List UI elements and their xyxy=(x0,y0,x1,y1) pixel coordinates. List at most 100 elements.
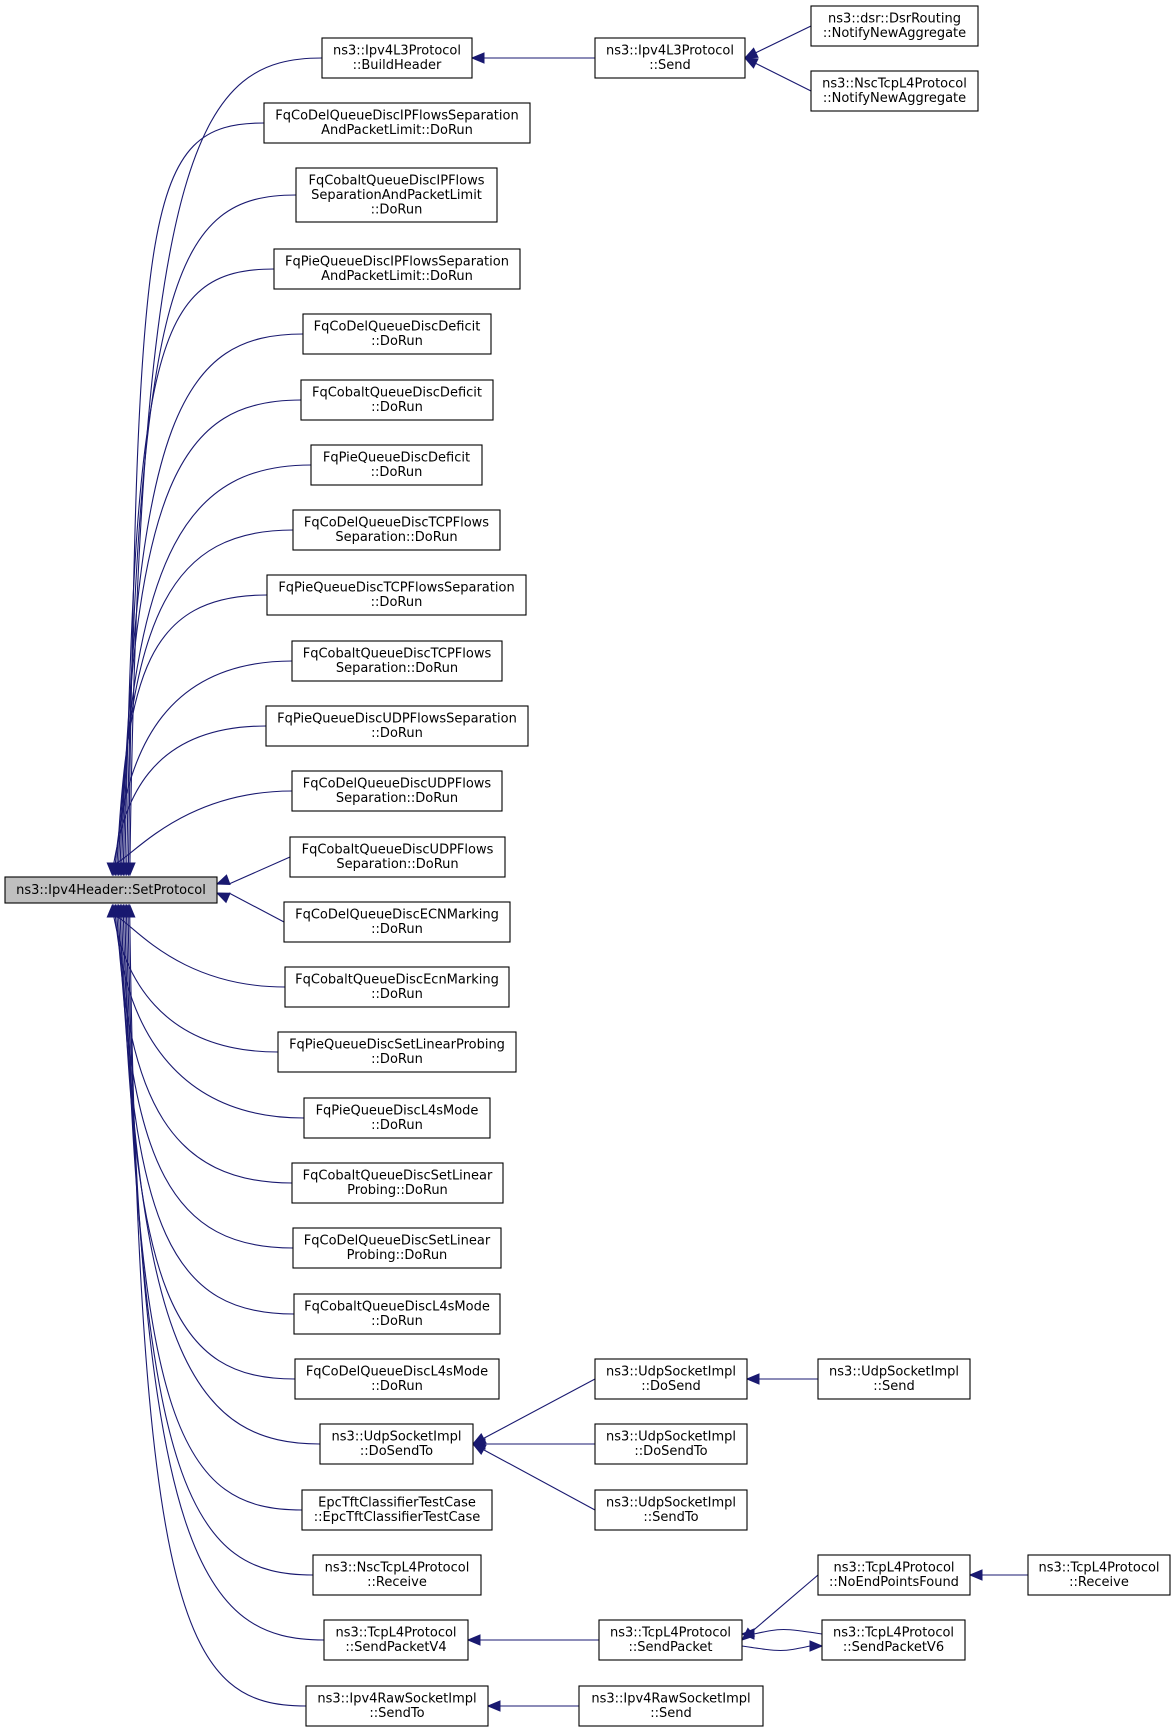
edge-arrowhead xyxy=(809,1640,824,1652)
node-box xyxy=(291,1162,504,1204)
node-n11[interactable]: FqCoDelQueueDiscTCPFlowsSeparation::DoRu… xyxy=(292,509,501,551)
edge-arrowhead xyxy=(743,57,759,69)
node-box xyxy=(300,379,494,421)
node-n1[interactable]: ns3::Ipv4L3Protocol::BuildHeader xyxy=(321,37,473,79)
node-label: ::Send xyxy=(650,1706,692,1721)
node-label: FqCoDelQueueDiscECNMarking xyxy=(295,908,499,923)
node-label: Separation::DoRun xyxy=(336,661,458,676)
node-box xyxy=(301,1489,493,1531)
edge-arrowhead xyxy=(106,862,119,877)
node-n27[interactable]: ns3::UdpSocketImpl::Send xyxy=(817,1358,971,1400)
node-n31[interactable]: ns3::NscTcpL4Protocol::Receive xyxy=(312,1554,482,1596)
node-label: ns3::Ipv4Header::SetProtocol xyxy=(16,883,206,898)
node-label: FqCobaltQueueDiscIPFlows xyxy=(308,173,484,188)
node-label: ::DoRun xyxy=(371,465,423,480)
node-box xyxy=(305,1685,489,1727)
node-n5[interactable]: FqCoDelQueueDiscIPFlowsSeparationAndPack… xyxy=(263,102,531,144)
node-box xyxy=(291,770,503,812)
node-label: ns3::Ipv4L3Protocol xyxy=(333,44,461,59)
node-label: FqCobaltQueueDiscSetLinear xyxy=(303,1169,493,1184)
node-n7[interactable]: FqPieQueueDiscIPFlowsSeparationAndPacket… xyxy=(273,248,521,290)
node-n14[interactable]: FqPieQueueDiscUDPFlowsSeparation::DoRun xyxy=(265,705,529,747)
node-n19[interactable]: FqPieQueueDiscSetLinearProbing::DoRun xyxy=(277,1031,517,1073)
node-label: FqCoDelQueueDiscL4sMode xyxy=(306,1365,488,1380)
node-box xyxy=(578,1685,764,1727)
node-n30[interactable]: EpcTftClassifierTestCase::EpcTftClassifi… xyxy=(301,1489,493,1531)
node-label: FqPieQueueDiscL4sMode xyxy=(316,1104,479,1119)
node-label: ns3::NscTcpL4Protocol xyxy=(325,1561,470,1576)
node-label: ::DoSendTo xyxy=(634,1444,707,1459)
node-label: FqCoDelQueueDiscUDPFlows xyxy=(303,777,492,792)
node-label: ::NoEndPointsFound xyxy=(829,1575,959,1590)
node-n33[interactable]: ns3::TcpL4Protocol::SendPacket xyxy=(598,1619,743,1661)
node-box xyxy=(312,1554,482,1596)
node-label: ::SendPacketV4 xyxy=(345,1640,446,1655)
node-n18[interactable]: FqCobaltQueueDiscEcnMarking::DoRun xyxy=(284,966,510,1008)
edge-n17-to-n0 xyxy=(228,892,285,923)
node-n24[interactable]: FqCoDelQueueDiscL4sMode::DoRun xyxy=(294,1358,500,1400)
node-box xyxy=(293,1293,501,1335)
node-n9[interactable]: FqCobaltQueueDiscDeficit::DoRun xyxy=(300,379,494,421)
node-n2[interactable]: ns3::Ipv4L3Protocol::Send xyxy=(594,37,746,79)
edge-n1-to-n0 xyxy=(129,57,323,864)
node-n0[interactable]: ns3::Ipv4Header::SetProtocol xyxy=(4,876,218,904)
node-label: ns3::UdpSocketImpl xyxy=(332,1430,462,1445)
node-n28[interactable]: ns3::UdpSocketImpl::DoSendTo xyxy=(594,1423,748,1465)
node-box xyxy=(277,1031,517,1073)
node-label: FqCobaltQueueDiscEcnMarking xyxy=(295,973,499,988)
node-n36[interactable]: ns3::TcpL4Protocol::SendPacketV6 xyxy=(821,1619,966,1661)
node-n3[interactable]: ns3::dsr::DsrRouting::NotifyNewAggregate xyxy=(810,5,979,47)
edge-arrowhead xyxy=(968,1569,983,1581)
edge-n37-to-n0 xyxy=(129,916,307,1707)
node-label: ns3::UdpSocketImpl xyxy=(606,1430,736,1445)
node-label: Separation::DoRun xyxy=(336,857,458,872)
node-box xyxy=(292,1227,502,1269)
node-n10[interactable]: FqPieQueueDiscDeficit::DoRun xyxy=(310,444,483,486)
node-n4[interactable]: ns3::NscTcpL4Protocol::NotifyNewAggregat… xyxy=(810,70,979,112)
node-label: FqCobaltQueueDiscDeficit xyxy=(312,386,482,401)
node-n15[interactable]: FqCoDelQueueDiscUDPFlowsSeparation::DoRu… xyxy=(291,770,503,812)
node-box xyxy=(810,5,979,47)
node-label: ns3::UdpSocketImpl xyxy=(606,1365,736,1380)
node-label: ns3::NscTcpL4Protocol xyxy=(822,77,967,92)
node-n34[interactable]: ns3::TcpL4Protocol::NoEndPointsFound xyxy=(817,1554,971,1596)
node-n16[interactable]: FqCobaltQueueDiscUDPFlowsSeparation::DoR… xyxy=(289,836,506,878)
node-n25[interactable]: ns3::UdpSocketImpl::DoSendTo xyxy=(319,1423,474,1465)
node-label: ::SendPacketV6 xyxy=(843,1640,944,1655)
edge-n19-to-n0 xyxy=(113,916,279,1053)
node-label: ::DoRun xyxy=(371,334,423,349)
node-n12[interactable]: FqPieQueueDiscTCPFlowsSeparation::DoRun xyxy=(266,574,527,616)
node-box xyxy=(263,102,531,144)
node-n26[interactable]: ns3::UdpSocketImpl::DoSend xyxy=(594,1358,748,1400)
node-n20[interactable]: FqPieQueueDiscL4sMode::DoRun xyxy=(303,1097,491,1139)
node-n35[interactable]: ns3::TcpL4Protocol::Receive xyxy=(1027,1554,1171,1596)
node-label: ns3::Ipv4L3Protocol xyxy=(606,44,734,59)
node-box xyxy=(594,1489,748,1531)
node-label: ::NotifyNewAggregate xyxy=(823,26,966,41)
node-label: FqCobaltQueueDiscTCPFlows xyxy=(303,647,492,662)
edge-n7-to-n0 xyxy=(124,268,275,864)
node-label: ::DoRun xyxy=(371,1314,423,1329)
node-label: ::Receive xyxy=(1069,1575,1129,1590)
node-n17[interactable]: FqCoDelQueueDiscECNMarking::DoRun xyxy=(283,901,511,943)
node-n23[interactable]: FqCobaltQueueDiscL4sMode::DoRun xyxy=(293,1293,501,1335)
node-label: ns3::Ipv4RawSocketImpl xyxy=(317,1692,476,1707)
node-n37[interactable]: ns3::Ipv4RawSocketImpl::SendTo xyxy=(305,1685,489,1727)
node-n8[interactable]: FqCoDelQueueDiscDeficit::DoRun xyxy=(302,313,492,355)
node-label: FqCobaltQueueDiscUDPFlows xyxy=(302,843,494,858)
edge-n30-to-n0 xyxy=(124,916,303,1511)
node-n6[interactable]: FqCobaltQueueDiscIPFlowsSeparationAndPac… xyxy=(295,167,498,223)
node-label: FqPieQueueDiscTCPFlowsSeparation xyxy=(278,581,514,596)
node-label: AndPacketLimit::DoRun xyxy=(321,269,473,284)
node-box xyxy=(1027,1554,1171,1596)
node-label: ns3::UdpSocketImpl xyxy=(829,1365,959,1380)
node-n38[interactable]: ns3::Ipv4RawSocketImpl::Send xyxy=(578,1685,764,1727)
node-n32[interactable]: ns3::TcpL4Protocol::SendPacketV4 xyxy=(323,1619,469,1661)
node-label: ::DoRun xyxy=(371,1118,423,1133)
node-n29[interactable]: ns3::UdpSocketImpl::SendTo xyxy=(594,1489,748,1531)
node-label: FqPieQueueDiscUDPFlowsSeparation xyxy=(277,712,517,727)
node-n13[interactable]: FqCobaltQueueDiscTCPFlowsSeparation::DoR… xyxy=(291,640,503,682)
node-label: ns3::TcpL4Protocol xyxy=(610,1626,731,1641)
